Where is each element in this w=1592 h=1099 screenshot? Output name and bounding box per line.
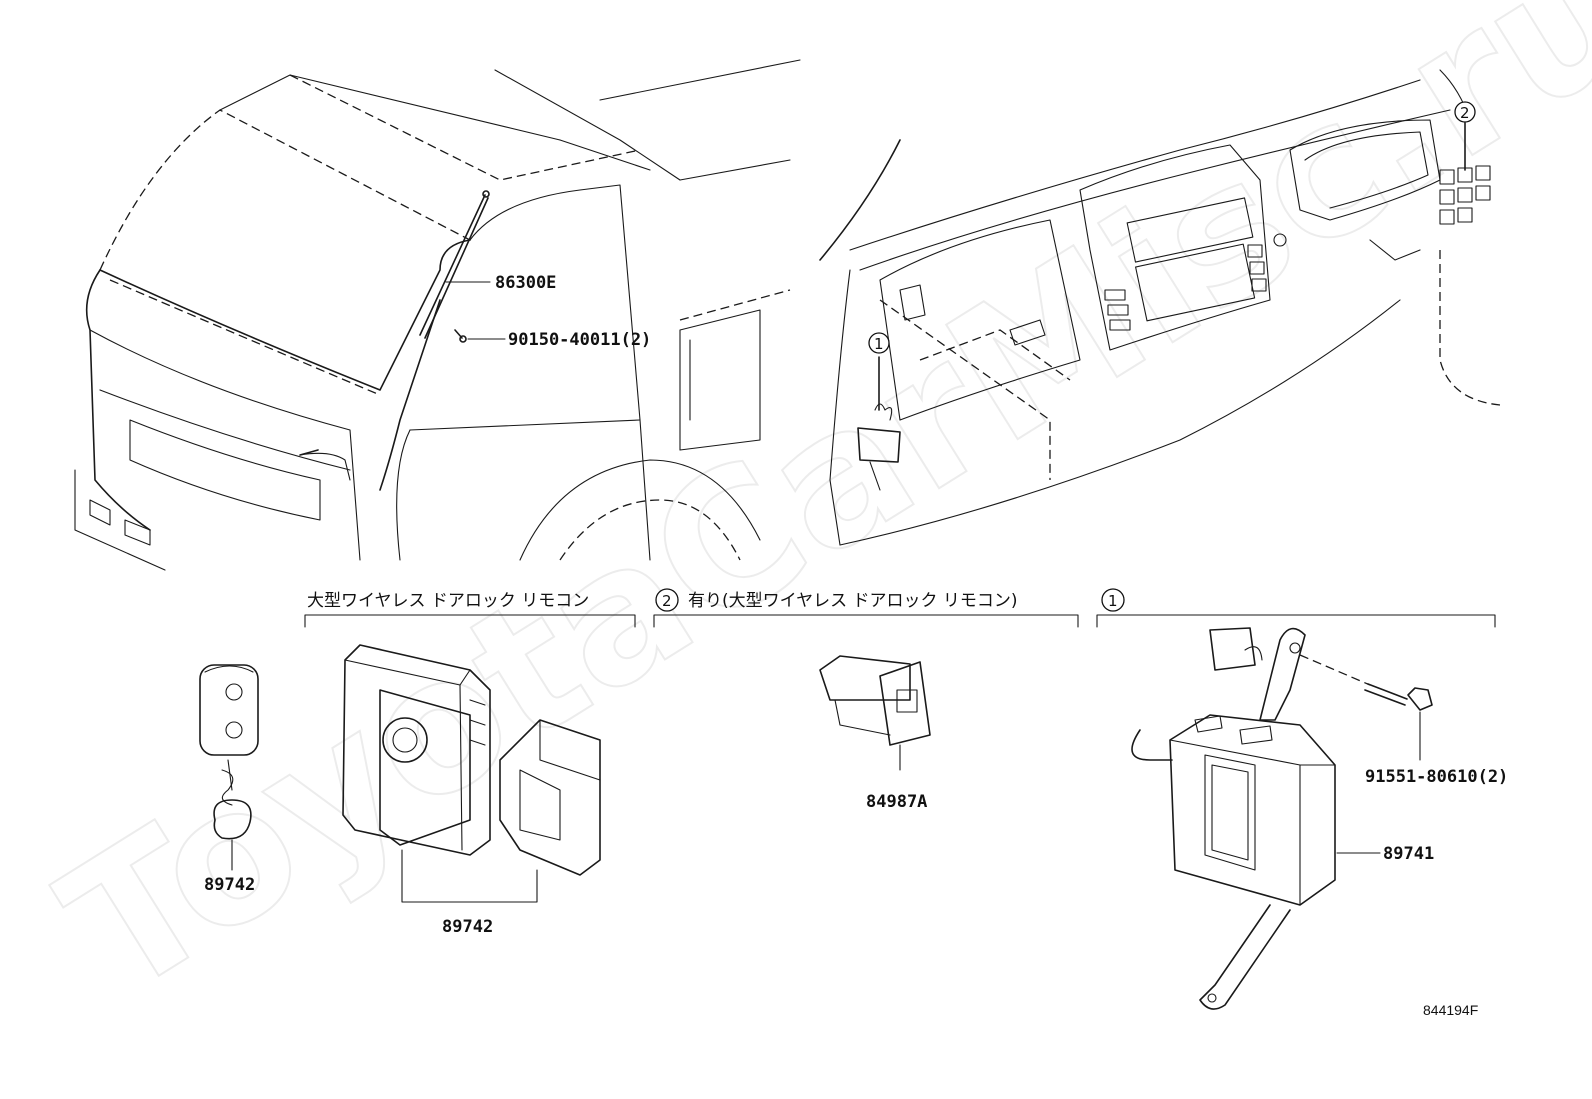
callout-1-text: 1 (874, 335, 884, 353)
dashboard-illustration (819, 69, 1501, 546)
callout-2-header-text: 2 (662, 592, 672, 610)
label-89742-fob: 89742 (204, 875, 255, 895)
label-91551-80610: 91551-80610(2) (1365, 767, 1508, 787)
group-bracket-wireless-lock (304, 614, 636, 628)
door-lock-receiver (342, 644, 491, 856)
callout-1-header-text: 1 (1108, 592, 1118, 610)
group-header-with-wireless: 有り(大型ワイヤレス ドアロック リモコン) (688, 591, 1018, 611)
callout-2-text: 2 (1460, 104, 1470, 122)
ecu-module (1131, 627, 1433, 1010)
leader-89742 (401, 849, 538, 903)
label-89741: 89741 (1383, 844, 1434, 864)
watermark-text: ToyotaCarMisc.ru (29, 0, 1592, 1037)
callout-2-header-badge (655, 588, 679, 612)
label-90150-40011: 90150-40011(2) (508, 330, 651, 350)
callout-2-badge (1454, 101, 1476, 123)
group-bracket-with-wireless (653, 614, 1079, 628)
group-bracket-ecu (1096, 614, 1496, 628)
wireless-switch (819, 655, 931, 771)
truck-cab-illustration (74, 59, 801, 571)
label-86300E: 86300E (495, 273, 556, 293)
receiver-cover (499, 719, 601, 876)
key-fob-transmitter (199, 664, 259, 871)
label-89742-group: 89742 (442, 917, 493, 937)
callout-1-header-badge (1101, 588, 1125, 612)
switch-panel (1439, 165, 1491, 225)
callout-1-badge (868, 332, 890, 354)
diagram-reference-id: 844194F (1423, 1002, 1478, 1018)
label-84987A: 84987A (866, 792, 927, 812)
group-header-wireless-lock: 大型ワイヤレス ドアロック リモコン (307, 591, 589, 611)
